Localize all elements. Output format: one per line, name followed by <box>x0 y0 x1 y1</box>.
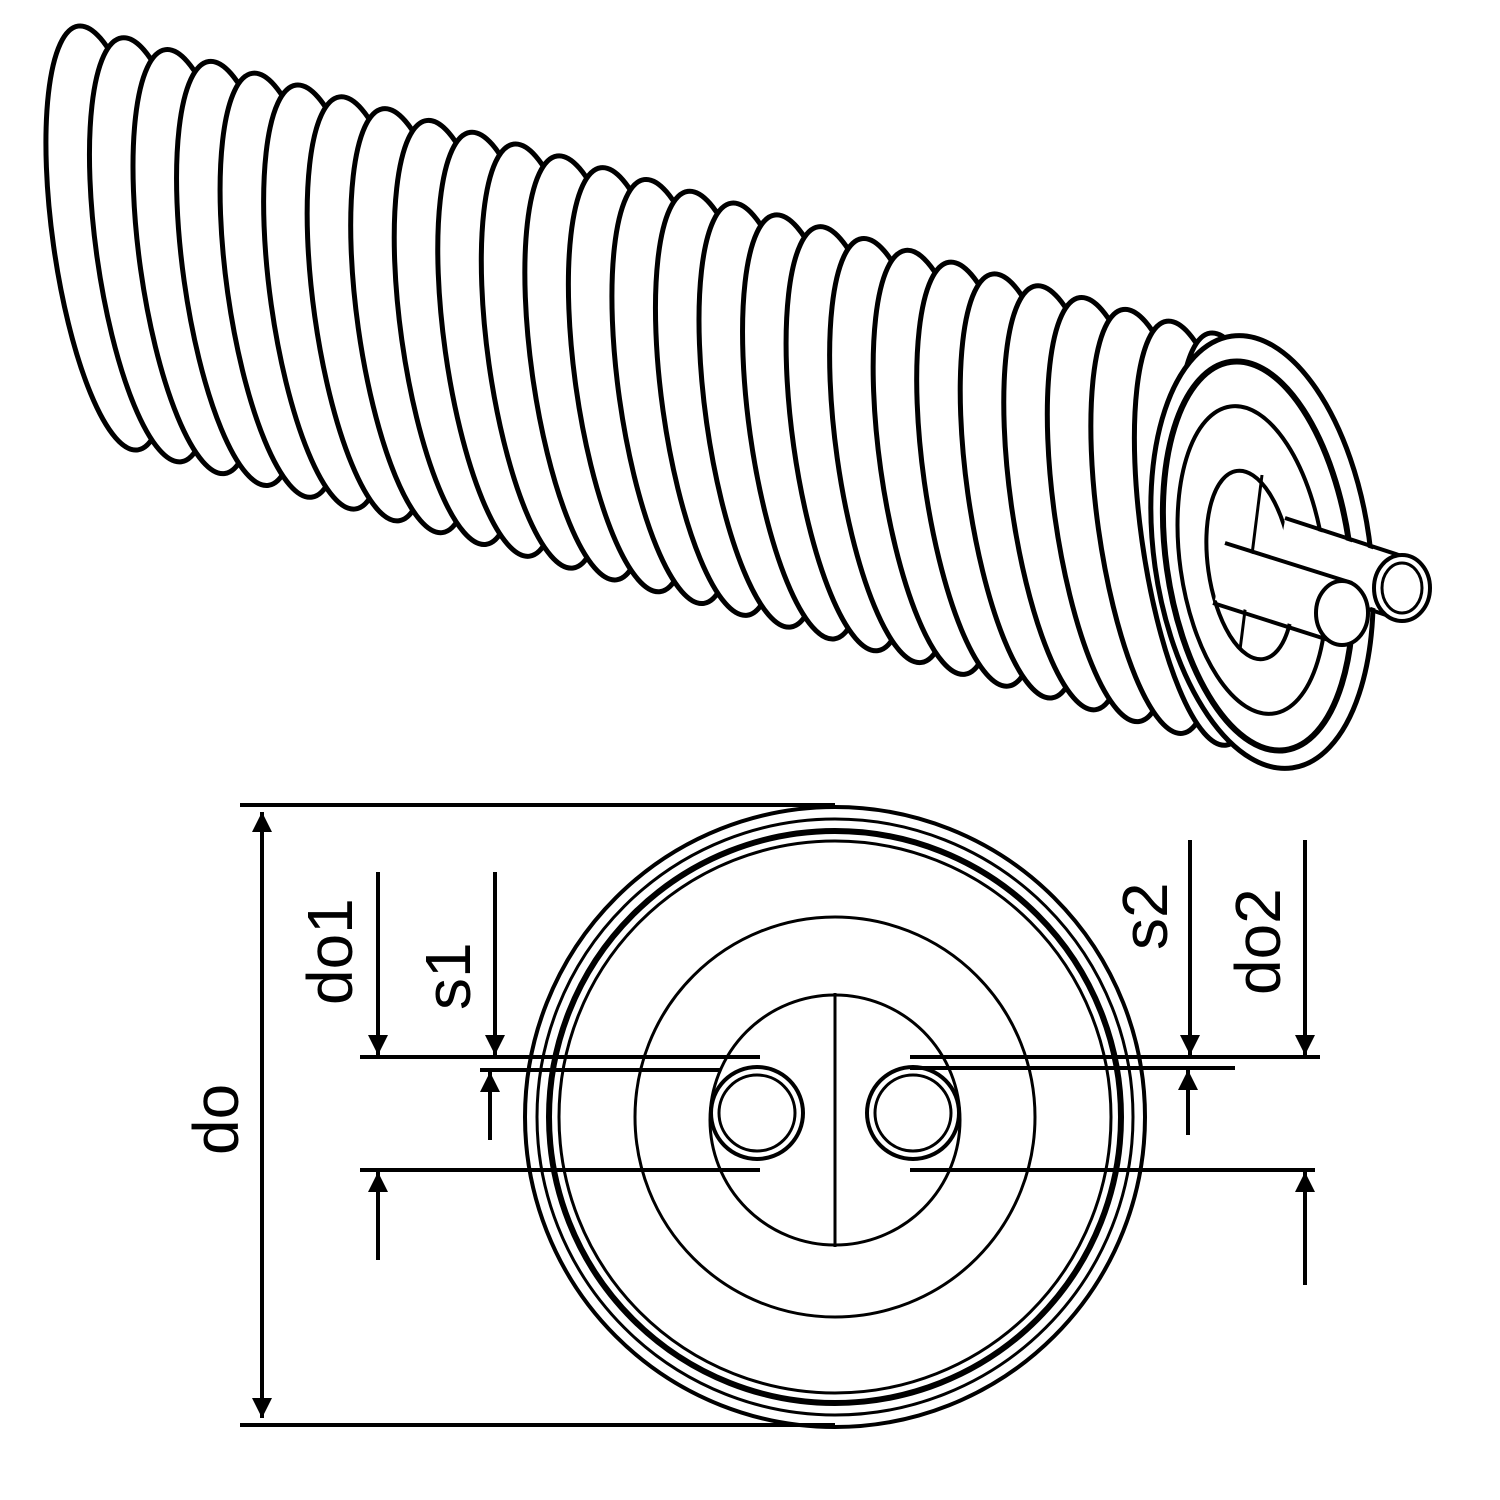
label-do2: do2 <box>1222 888 1294 995</box>
dimension-lines <box>240 803 1320 1427</box>
cross-section <box>523 805 1147 1429</box>
label-do1: do1 <box>294 898 366 1005</box>
label-s2: s2 <box>1109 882 1181 950</box>
label-s1: s1 <box>412 942 484 1010</box>
label-do: do <box>180 1084 252 1155</box>
pipe-end-face <box>1148 333 1432 771</box>
corrugated-pipe-3d <box>43 23 1305 760</box>
